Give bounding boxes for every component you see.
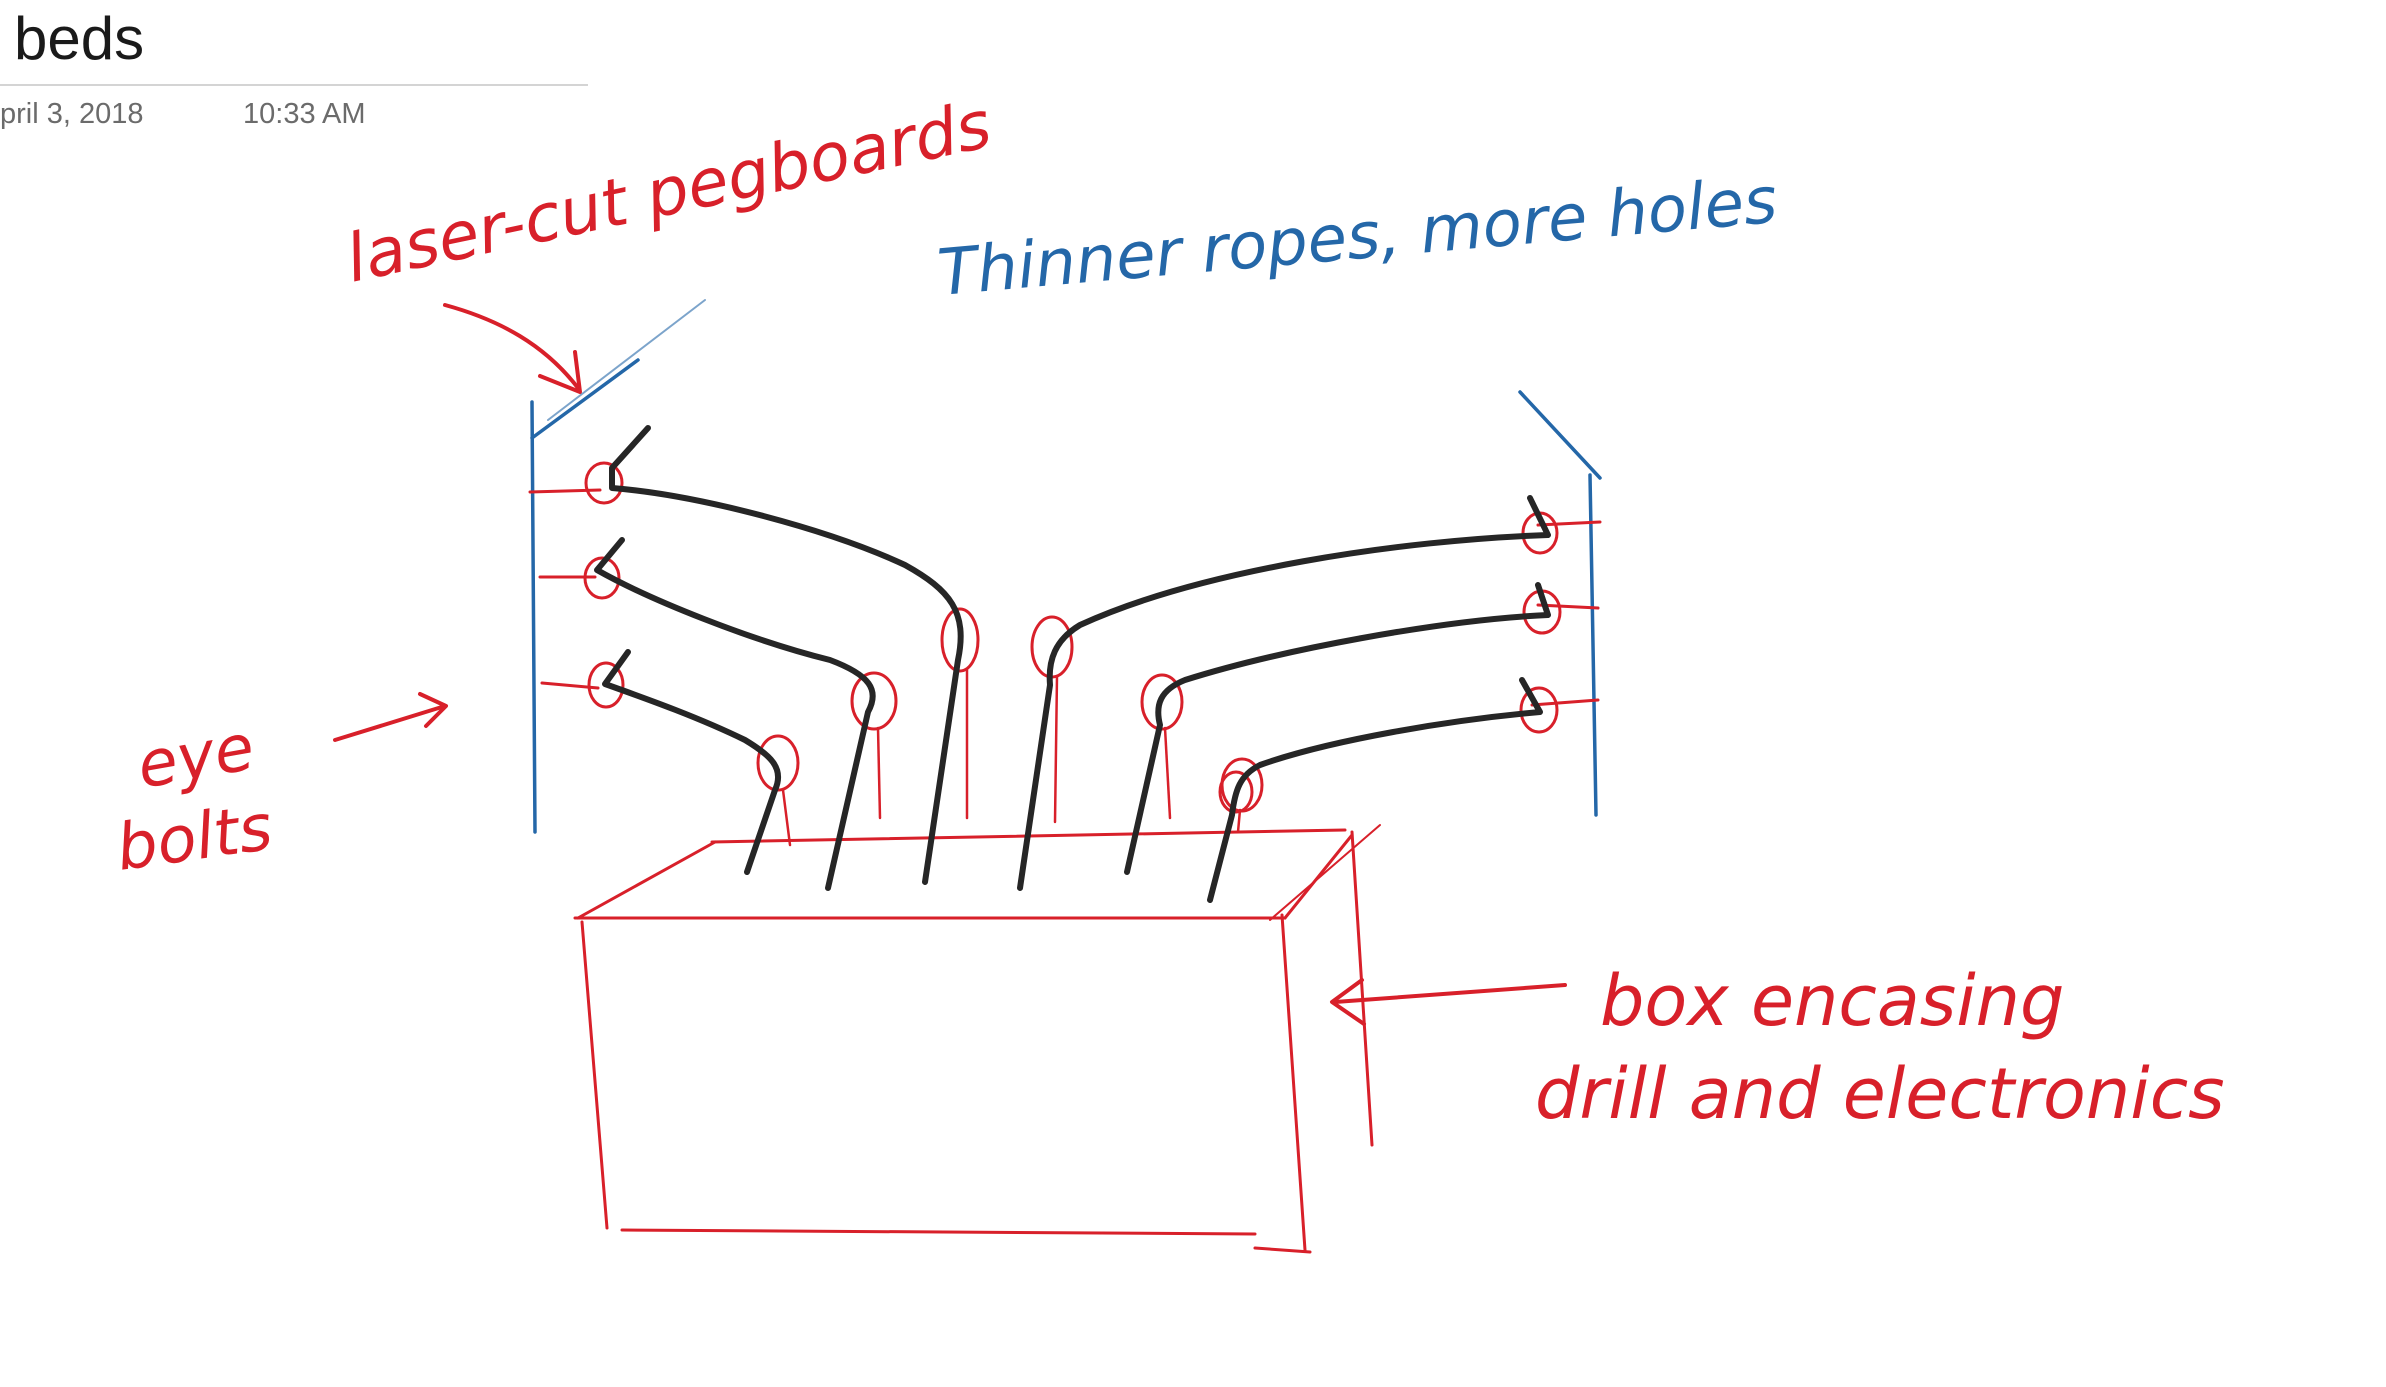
box-arrow [1332,980,1565,1024]
box-label-line1: box encasing [1600,960,2064,1042]
box [575,825,1380,1252]
thinner-ropes-label: Thinner ropes, more holes [935,164,1780,311]
laser-cut-label: laser-cut pegboards [339,86,997,298]
box-label-line2: drill and electronics [1535,1053,2225,1135]
bolt-ticks [530,490,1600,705]
right-eye-bolts [1521,513,1560,732]
eye-bolts-label-line2: bolts [112,791,277,886]
left-eye-bolts [585,463,1262,812]
eye-bolts-label-line1: eye [132,711,260,804]
ropes [597,428,1548,900]
laser-arrow [445,305,580,392]
eye-bolts-arrow [335,694,446,740]
left-pegboard [532,300,705,832]
